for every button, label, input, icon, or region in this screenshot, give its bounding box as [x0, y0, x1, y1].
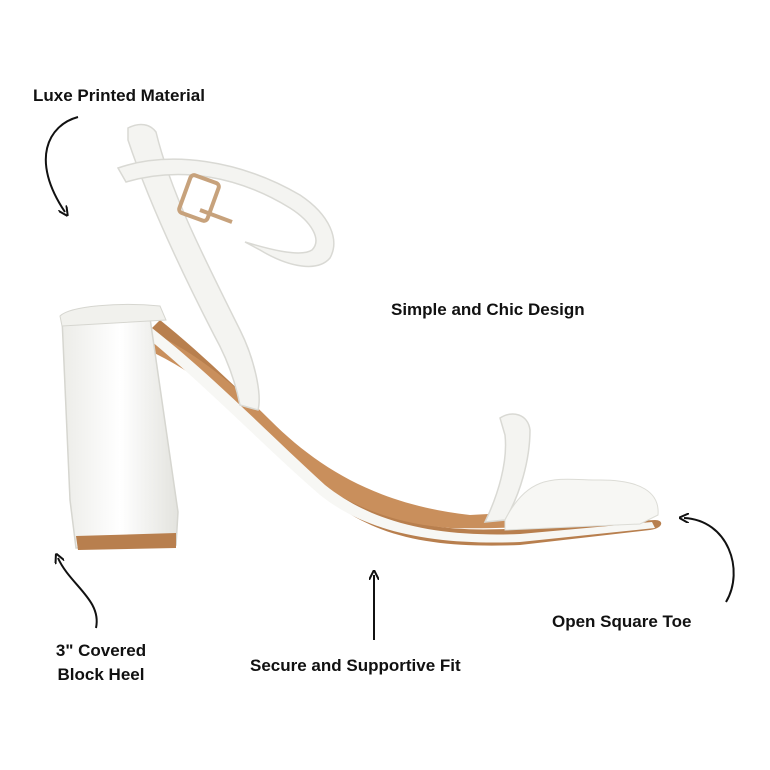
- toe-front: [504, 478, 659, 531]
- material-label: Luxe Printed Material: [33, 86, 205, 105]
- heel-cup: [59, 303, 167, 327]
- buckle-icon: [177, 173, 233, 224]
- heel-tip: [76, 533, 176, 550]
- sandal-illustration: [59, 123, 662, 550]
- toe-strap: [483, 413, 531, 523]
- heel-label-line1: 3" Covered: [55, 641, 147, 660]
- design-label: Simple and Chic Design: [391, 300, 585, 319]
- curved-arrow-icon: [44, 116, 79, 212]
- heel-label: 3" Covered Block Heel: [38, 639, 164, 687]
- fit-label: Secure and Supportive Fit: [250, 656, 461, 675]
- curved-arrow-icon: [58, 558, 98, 629]
- toe-label: Open Square Toe: [552, 612, 692, 631]
- heel-label-line2: Block Heel: [57, 665, 145, 684]
- ankle-strap: [116, 158, 335, 268]
- heel-strap: [127, 123, 260, 411]
- curved-arrow-icon: [684, 518, 735, 603]
